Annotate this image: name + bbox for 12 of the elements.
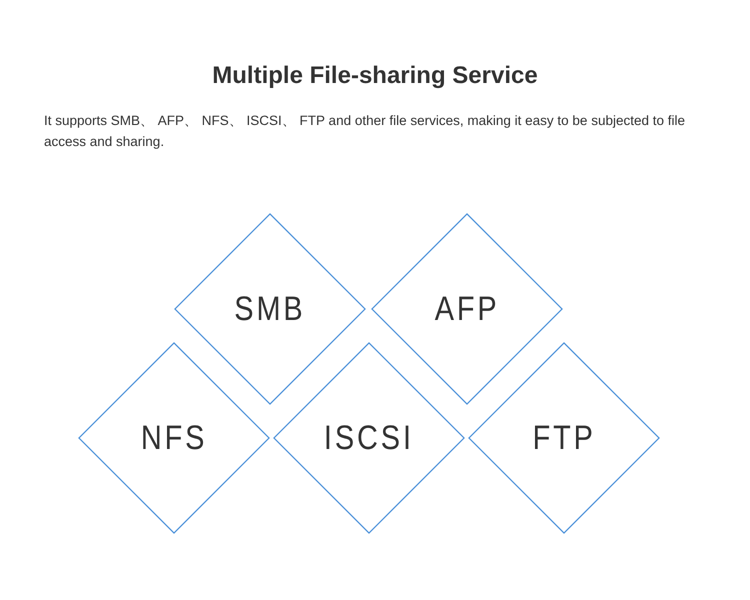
protocol-label: FTP <box>532 421 596 455</box>
page-title: Multiple File-sharing Service <box>211 61 539 91</box>
protocol-label: NFS <box>140 421 208 455</box>
description-text: It supports SMB、 AFP、 NFS、 ISCSI、 FTP and other file services, making it easy to be subjected to file access and sharing. <box>44 112 686 151</box>
protocol-label: AFP <box>434 292 500 326</box>
protocol-label: ISCSI <box>324 421 414 455</box>
diamond-node <box>174 213 366 405</box>
diamond-node <box>273 342 465 534</box>
protocol-label: SMB <box>234 292 306 326</box>
diamond-node <box>371 213 563 405</box>
diamond-node <box>78 342 270 534</box>
diamond-node <box>468 342 660 534</box>
